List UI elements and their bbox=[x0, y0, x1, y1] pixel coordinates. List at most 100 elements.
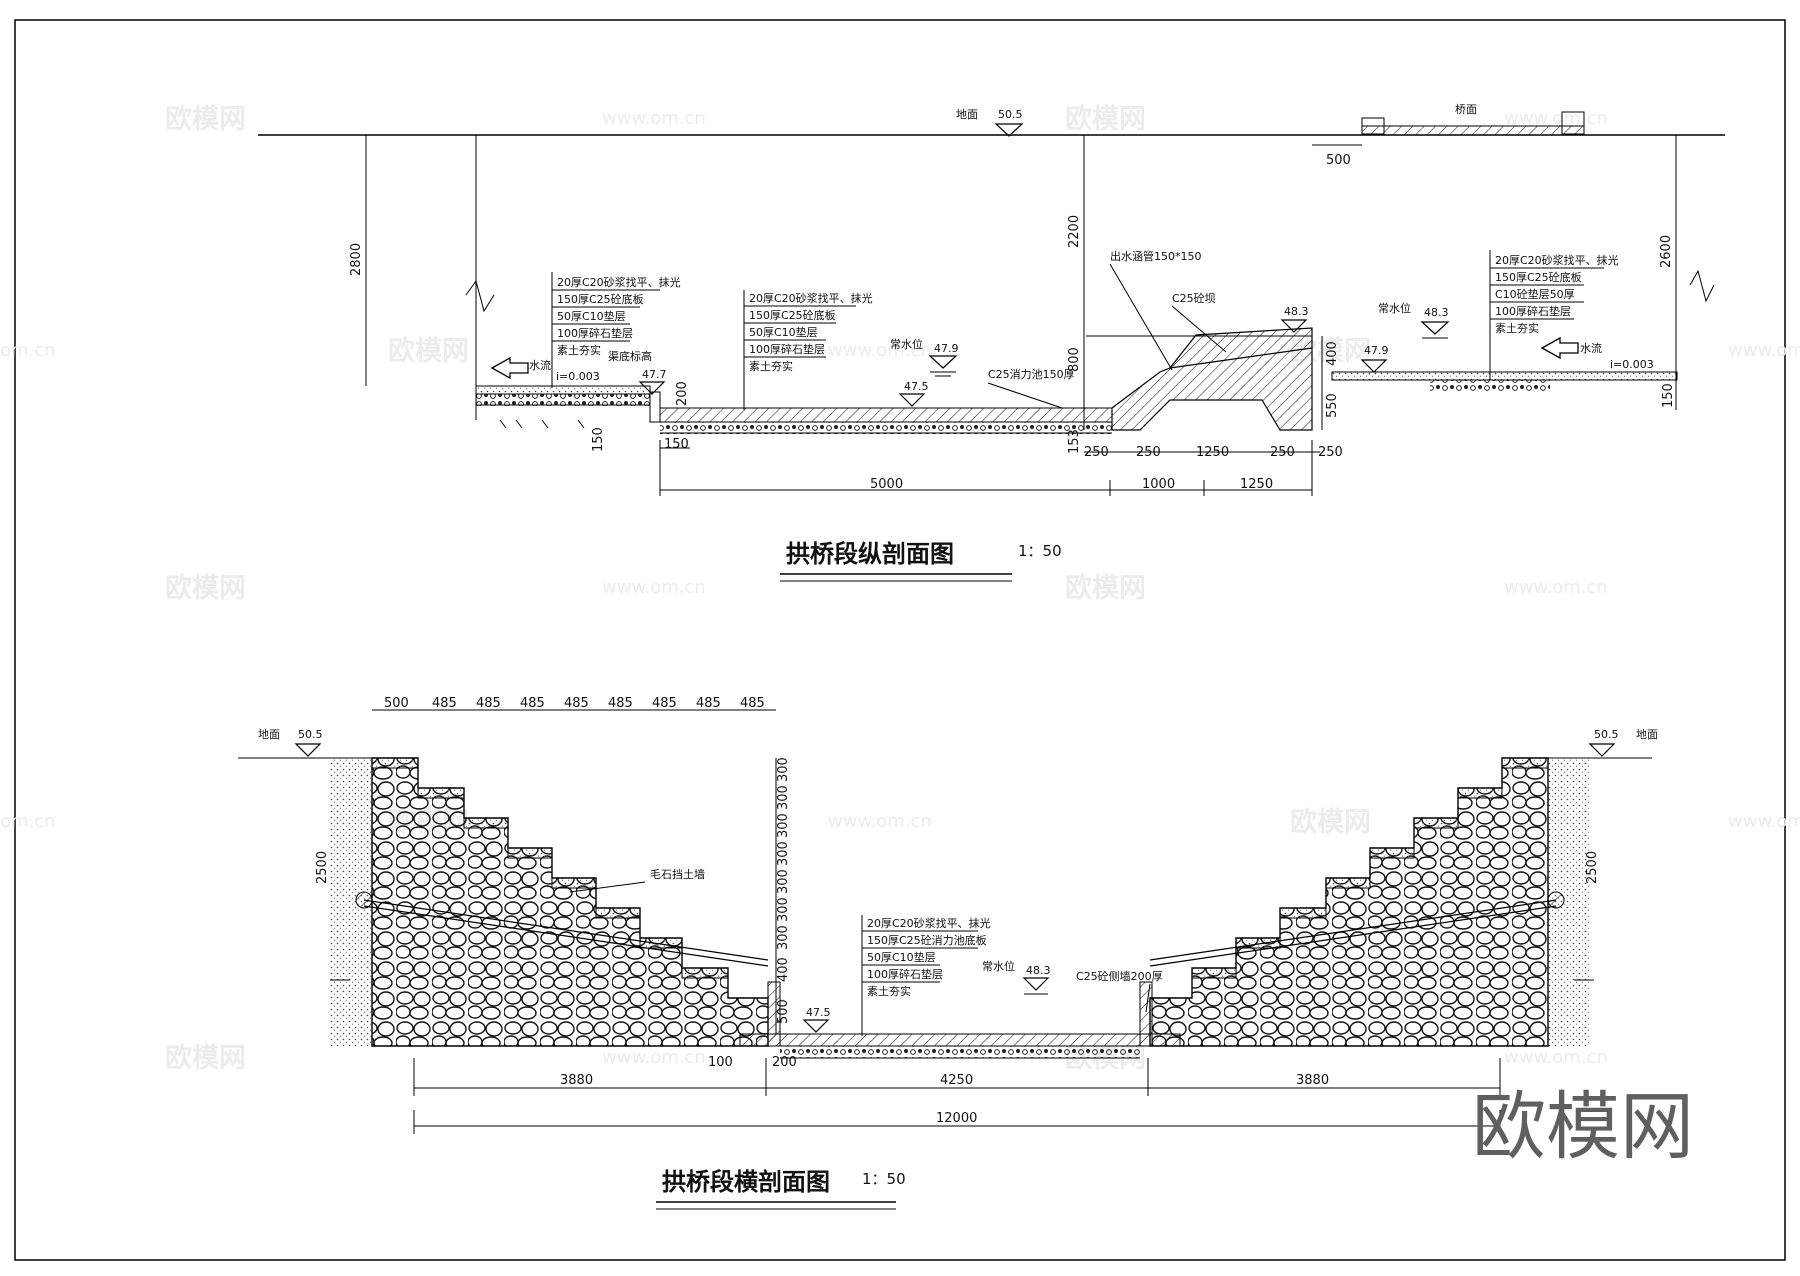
normal-water-label-right: 常水位 bbox=[1378, 301, 1411, 315]
watermark-brand: 欧模网 bbox=[165, 1043, 246, 1074]
level-marker-icon bbox=[994, 123, 1024, 137]
svg-text:300: 300 bbox=[776, 757, 791, 782]
longitudinal-scale: 1：50 bbox=[1018, 542, 1062, 560]
svg-text:485: 485 bbox=[432, 696, 457, 711]
slope-label-left: i=0.003 bbox=[556, 370, 600, 383]
level-47-5: 47.5 bbox=[904, 380, 929, 393]
ground-level-right: 50.5 bbox=[1594, 728, 1619, 741]
cross-title: 拱桥段横剖面图 bbox=[662, 1168, 830, 1196]
svg-text:500: 500 bbox=[384, 696, 409, 711]
dim-400: 400 bbox=[1325, 341, 1340, 366]
flow-arrow-right-icon bbox=[1540, 336, 1579, 360]
svg-text:300: 300 bbox=[776, 813, 791, 838]
svg-text:100厚碎石垫层: 100厚碎石垫层 bbox=[557, 326, 633, 340]
svg-text:C10砼垫层50厚: C10砼垫层50厚 bbox=[1495, 287, 1575, 301]
flow-label-right: 水流 bbox=[1580, 341, 1602, 355]
outlet-pipe-label: 出水涵管150*150 bbox=[1110, 249, 1202, 263]
dim-3880-left: 3880 bbox=[560, 1073, 593, 1088]
svg-text:素土夯实: 素土夯实 bbox=[749, 359, 793, 373]
watermark-url: www.om.cn bbox=[828, 340, 932, 361]
dim-1250-a: 1250 bbox=[1196, 445, 1229, 460]
watermark-brand: 欧模网 bbox=[1065, 573, 1146, 604]
longitudinal-title: 拱桥段纵剖面图 bbox=[786, 540, 954, 568]
svg-text:485: 485 bbox=[476, 696, 501, 711]
watermark-brand: 欧模网 bbox=[165, 573, 246, 604]
cross-section: 地面 50.5 50.5 地面 2500 2500 毛石挡土墙 bbox=[238, 696, 1658, 1210]
dim-800: 800 bbox=[1067, 347, 1082, 372]
dim-153: 153 bbox=[1067, 429, 1082, 454]
dam-body bbox=[1111, 347, 1313, 431]
dim-2800: 2800 bbox=[349, 243, 364, 276]
watermark-url: www.om.cn bbox=[1504, 577, 1608, 598]
svg-text:300: 300 bbox=[776, 897, 791, 922]
watermark-url: om.cn bbox=[0, 811, 56, 832]
dim-250-d: 250 bbox=[1318, 445, 1343, 460]
svg-text:50厚C10垫层: 50厚C10垫层 bbox=[867, 950, 936, 964]
watermark-url: www.om.cn bbox=[1504, 1047, 1608, 1068]
svg-text:20厚C20砂浆找平、抹光: 20厚C20砂浆找平、抹光 bbox=[557, 275, 681, 289]
svg-text:50厚C10垫层: 50厚C10垫层 bbox=[749, 325, 818, 339]
watermark-url: www.om.cn bbox=[1728, 340, 1800, 361]
top-dimension-chain: 500 485 485 485 485 485 485 485 485 bbox=[384, 696, 765, 711]
ground-level: 50.5 bbox=[998, 108, 1023, 121]
dim-200-cross: 200 bbox=[772, 1055, 797, 1070]
layer-list-right: 20厚C20砂浆找平、抹光 150厚C25砼底板 C10砼垫层50厚 100厚碎… bbox=[1490, 253, 1619, 335]
dim-4250: 4250 bbox=[940, 1073, 973, 1088]
bridge-label: 桥面 bbox=[1455, 103, 1477, 116]
watermark-brand: 欧模网 bbox=[1065, 104, 1146, 135]
layer-list-mid: 20厚C20砂浆找平、抹光 150厚C25砼底板 50厚C10垫层 100厚碎石… bbox=[744, 291, 873, 373]
dim-100: 100 bbox=[708, 1055, 733, 1070]
retaining-wall-right bbox=[1149, 757, 1549, 1047]
layer-list-cross: 20厚C20砂浆找平、抹光 150厚C25砼消力池底板 50厚C10垫层 100… bbox=[862, 916, 991, 998]
svg-text:150厚C25砼底板: 150厚C25砼底板 bbox=[1495, 270, 1582, 284]
normal-water-label-left: 常水位 bbox=[890, 337, 923, 351]
dim-550: 550 bbox=[1325, 393, 1340, 418]
water-level-icon bbox=[1420, 321, 1450, 335]
dim-1250-b: 1250 bbox=[1240, 477, 1273, 492]
brand-watermark: 欧模网 bbox=[1472, 1084, 1694, 1170]
dim-12000: 12000 bbox=[936, 1111, 977, 1126]
level-48-3-cross: 48.3 bbox=[1026, 964, 1051, 977]
flow-label-left: 水流 bbox=[529, 358, 551, 372]
level-marker-icon bbox=[802, 1019, 830, 1033]
water-level-icon bbox=[1022, 977, 1050, 991]
level-marker-icon bbox=[294, 743, 322, 757]
watermark-brand: 欧模网 bbox=[165, 104, 246, 135]
watermark-url: www.om.cn bbox=[1728, 811, 1800, 832]
svg-text:300: 300 bbox=[776, 841, 791, 866]
svg-text:485: 485 bbox=[520, 696, 545, 711]
svg-text:485: 485 bbox=[608, 696, 633, 711]
level-48-3-dam: 48.3 bbox=[1284, 305, 1309, 318]
ground-label-left: 地面 bbox=[258, 728, 280, 741]
dim-2500-left: 2500 bbox=[315, 851, 330, 884]
dim-250-c: 250 bbox=[1270, 445, 1295, 460]
svg-text:150厚C25砼消力池底板: 150厚C25砼消力池底板 bbox=[867, 933, 987, 947]
dim-1000: 1000 bbox=[1142, 477, 1175, 492]
svg-text:500: 500 bbox=[776, 999, 791, 1024]
watermark-url: www.om.cn bbox=[828, 811, 932, 832]
vertical-dimension-chain: 300 300 300 300 300 300 300 400 500 bbox=[776, 757, 791, 1024]
dim-2500-right: 2500 bbox=[1585, 851, 1600, 884]
dim-150-left: 150 bbox=[591, 427, 606, 452]
dim-5000: 5000 bbox=[870, 477, 903, 492]
sheet-border bbox=[14, 19, 1786, 1261]
ground-level-left: 50.5 bbox=[298, 728, 323, 741]
svg-text:素土夯实: 素土夯实 bbox=[867, 984, 911, 998]
watermark-url: www.om.cn bbox=[602, 577, 706, 598]
dim-250-a: 250 bbox=[1084, 445, 1109, 460]
svg-text:素土夯实: 素土夯实 bbox=[557, 343, 601, 357]
side-wall-label: C25砼侧墙200厚 bbox=[1076, 969, 1163, 983]
level-marker-icon bbox=[1280, 319, 1308, 333]
svg-text:100厚碎石垫层: 100厚碎石垫层 bbox=[749, 342, 825, 356]
retaining-wall-left bbox=[371, 757, 769, 1047]
dim-250-b: 250 bbox=[1136, 445, 1161, 460]
channel-bottom-label: 渠底标高 bbox=[608, 349, 652, 363]
watermark-url: www.om.cn bbox=[1504, 108, 1608, 129]
level-48-3-right: 48.3 bbox=[1424, 306, 1449, 319]
svg-text:300: 300 bbox=[776, 785, 791, 810]
dim-150-bottom: 150 bbox=[664, 437, 689, 452]
slope-label-right: i=0.003 bbox=[1610, 358, 1654, 371]
level-marker-icon bbox=[638, 381, 666, 395]
watermark-url: om.cn bbox=[0, 340, 56, 361]
